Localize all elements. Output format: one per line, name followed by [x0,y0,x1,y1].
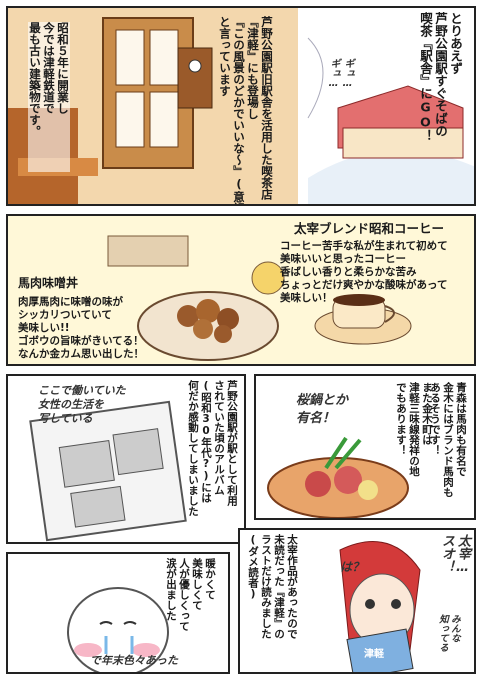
panel6-q: は？ [340,560,365,574]
panel-5: 暖かくて 美味しくて 人が優しくって 涙が出ました で年末色々あった [6,552,230,674]
photo-album-illustration [29,400,187,542]
panel-2: 太宰ブレンド昭和コーヒー コーヒー苦手な私が生まれて初めて 美味いいと思ったコー… [6,214,476,366]
panel6-sub: みんな 知ってる [437,614,460,652]
panel-1: 芦野公園駅旧駅舎を活用した喫茶店 『津軽』にも登場し 『この風景のどかでいいな〜… [6,6,476,206]
panel5-hand: で年末色々あった [90,654,178,667]
panel4-bubble: 桜鍋とか 有名！ [296,393,349,426]
panel-3: ここで働いていた 女性の生活を 写している 芦野公園駅が駅として利用 されていた… [6,374,246,544]
sakura-nabe-illustration [267,436,409,518]
dish-title: 馬肉味噌丼 [18,276,79,290]
dish-text: 肉厚馬肉に味噌の味が シッカリついていて 美味しい!! ゴボウの旨味がきいてる！… [18,296,144,360]
coffee-title: 太宰ブレンド昭和コーヒー [294,221,445,236]
panel6-book: 津軽 [364,649,384,660]
panel5-text: 暖かくて 美味しくて 人が優しくって 涙が出ました [165,558,216,632]
panel-6: 太宰作品があったので 未読だった『津軽』の ラストだけ読みました (ダメ読者) … [238,528,476,674]
panel1-sfx: ギュ… ギュ… [328,58,353,89]
crying-character-illustration [67,587,169,672]
panel4-text-a: 青森は馬肉も有名で 金木にはブランド馬肉も あるそうです！ [429,382,467,498]
cafe-interior-illustration [8,8,474,204]
panel-4: 桜鍋とか 有名！ 青森は馬肉も有名で 金木にはブランド馬肉も あるそうです！ ま… [254,374,476,520]
panel3-hand-text: ここで働いていた 女性の生活を 写している [38,384,126,425]
panel6-text: 太宰作品があったので 未読だった『津軽』の ラストだけ読みました (ダメ読者) [247,534,298,639]
panel1-text-right: とりあえず 芦野公園駅すぐそばの 喫茶『駅舎』にGO！ [418,12,463,142]
reading-character-illustration [339,541,421,672]
panel1-text-side: 昭和５年に開業し 今では津軽鉄道で 最も古い建築物です。 [28,22,70,172]
panel3-text: 芦野公園駅が駅として利用 されていた頃のアルバム (昭和30年代?)には 何だか… [187,380,238,517]
panel1-text-main: 芦野公園駅旧駅舎を活用した喫茶店 『津軽』にも登場し 『この風景のどかでいいな〜… [218,16,274,206]
panel6-shout: 太宰… スオ！ [439,534,470,575]
coffee-text: コーヒー苦手な私が生まれて初めて 美味いいと思ったコーヒー 香ばしい香りと柔らか… [280,240,448,304]
panel4-text-b: また金木町は 津軽三味線発祥の地 でもあります！ [395,382,433,477]
food-illustration [8,216,474,364]
